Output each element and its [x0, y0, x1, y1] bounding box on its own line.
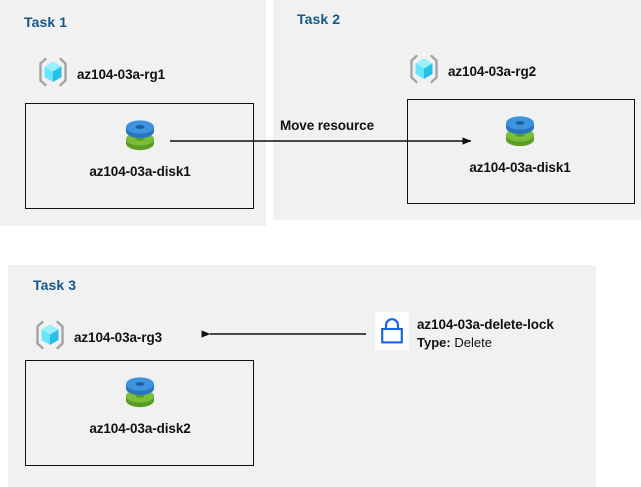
resource-group-label-rg2: az104-03a-rg2: [448, 64, 537, 79]
managed-disk-icon: [498, 116, 542, 156]
resource-lock-block: az104-03a-delete-lock Type: Delete: [375, 312, 554, 351]
managed-disk-icon: [118, 120, 162, 160]
resource-group-cube-icon: [36, 55, 70, 94]
lock-type-value: Delete: [454, 334, 492, 350]
task-title-task1: Task 1: [24, 14, 68, 30]
resource-group-cube-icon: [33, 318, 67, 357]
disk-label-task3: az104-03a-disk2: [89, 421, 191, 436]
disk-group-task2: az104-03a-disk1: [440, 108, 600, 175]
padlock-icon: [375, 312, 409, 350]
lock-type-line: Type: Delete: [417, 335, 554, 351]
resource-group-label-rg3: az104-03a-rg3: [74, 330, 163, 345]
lock-name-label: az104-03a-delete-lock: [417, 317, 554, 332]
resource-group-cube-icon: [407, 52, 441, 91]
task-title-task2: Task 2: [297, 11, 341, 27]
resource-group-label-rg1: az104-03a-rg1: [77, 67, 166, 82]
disk-group-task3: az104-03a-disk2: [60, 369, 220, 436]
resource-group-row-rg3: az104-03a-rg3: [33, 318, 162, 357]
managed-disk-icon: [118, 377, 162, 417]
move-resource-label: Move resource: [280, 118, 374, 133]
task-title-task3: Task 3: [33, 277, 77, 293]
lock-type-key: Type:: [417, 334, 451, 350]
disk-group-task1: az104-03a-disk1: [60, 112, 220, 179]
resource-group-row-rg1: az104-03a-rg1: [36, 55, 165, 94]
disk-label-task1: az104-03a-disk1: [89, 164, 191, 179]
disk-label-task2: az104-03a-disk1: [469, 160, 571, 175]
resource-group-row-rg2: az104-03a-rg2: [407, 52, 536, 91]
